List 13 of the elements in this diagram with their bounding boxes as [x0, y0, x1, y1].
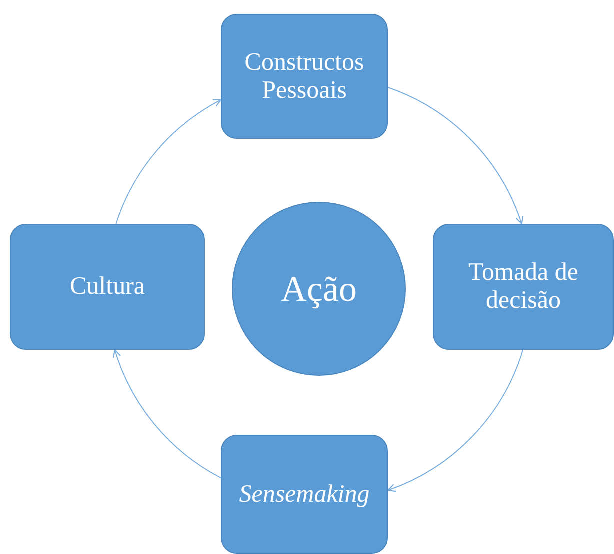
node-label: Ação — [281, 268, 357, 310]
node-label: Sensemaking — [239, 480, 370, 508]
node-label: Constructos Pessoais — [244, 48, 366, 104]
rounded-box — [221, 435, 388, 554]
rounded-box — [10, 224, 205, 350]
rounded-box — [221, 14, 388, 139]
node-label: Tomada de decisão — [467, 259, 580, 315]
curved-arrow — [388, 86, 524, 225]
rounded-box — [433, 224, 614, 350]
curved-arrow — [113, 349, 222, 479]
curved-arrow — [387, 350, 524, 492]
curved-arrow — [116, 99, 222, 224]
node-label: Cultura — [70, 273, 145, 301]
